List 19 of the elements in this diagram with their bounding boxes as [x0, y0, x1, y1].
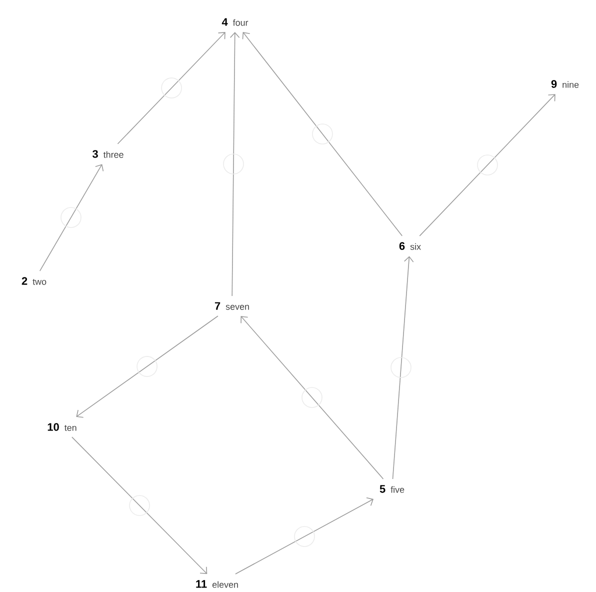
arrow	[117, 32, 226, 144]
arrow	[72, 436, 208, 574]
node-label: 2 two	[22, 277, 46, 285]
arrow	[223, 32, 244, 296]
arrow	[419, 94, 556, 236]
node-label: 7 seven	[214, 302, 249, 310]
node-label: 5 five	[380, 485, 404, 493]
arrow	[39, 164, 104, 272]
arrow	[242, 32, 403, 236]
node-label: 11 eleven	[196, 580, 238, 588]
node-label: 4 four	[222, 18, 248, 26]
arrow	[76, 316, 218, 418]
node-label: 10 ten	[48, 423, 76, 431]
arrow	[390, 256, 414, 480]
node-label: 9 nine	[551, 80, 579, 88]
node-label: 6 six	[399, 242, 421, 250]
node-label: 3 three	[92, 150, 124, 158]
arrow	[235, 497, 374, 574]
arrow	[240, 316, 384, 480]
